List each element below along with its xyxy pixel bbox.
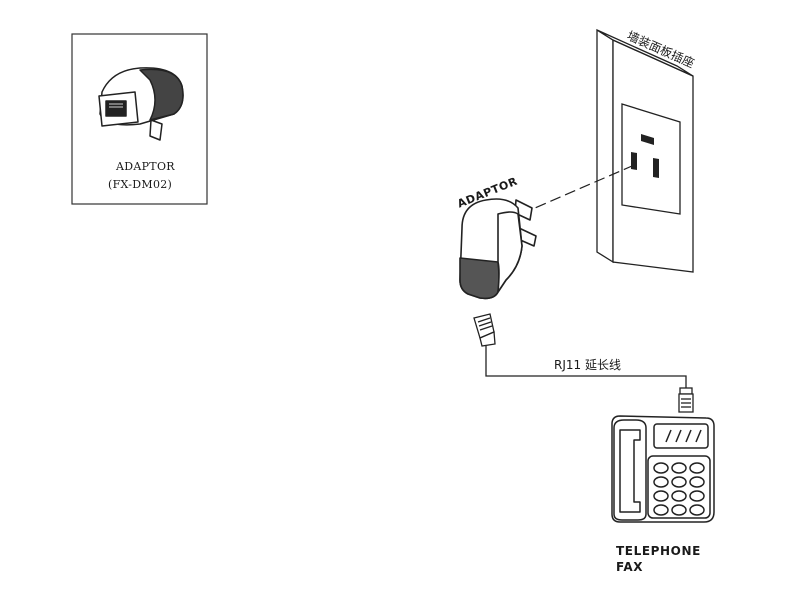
wall-panel-top <box>596 29 694 77</box>
inset-model: (FX-DM02) <box>108 178 173 191</box>
wall-panel-side <box>596 28 614 264</box>
telephone <box>611 415 715 523</box>
rj11-plug-bottom <box>678 387 694 413</box>
device-label-telephone: TELEPHONE <box>616 544 701 558</box>
inset-title: ADAPTOR <box>116 160 175 173</box>
device-label-fax: FAX <box>616 560 644 574</box>
socket-slot-right <box>653 158 659 178</box>
adaptor-side-face <box>497 211 523 293</box>
inset-frame <box>71 33 208 205</box>
inset-adaptor-icon <box>98 67 184 141</box>
adaptor-inset <box>71 33 208 205</box>
rj11-plug-top <box>473 313 496 350</box>
wall-panel <box>596 28 694 273</box>
rj11-cable <box>485 350 687 388</box>
socket-slot-left <box>631 152 637 170</box>
insertion-guide-line <box>520 165 633 215</box>
telephone-keys <box>653 462 705 516</box>
cable-label: RJ11 延长线 <box>554 358 621 372</box>
telephone-handset-earpiece <box>619 429 641 513</box>
adaptor-lower-band <box>459 257 500 300</box>
telephone-display <box>653 423 709 449</box>
socket-earth-slot <box>641 134 654 145</box>
adaptor <box>459 198 537 300</box>
socket-plate <box>621 103 681 215</box>
